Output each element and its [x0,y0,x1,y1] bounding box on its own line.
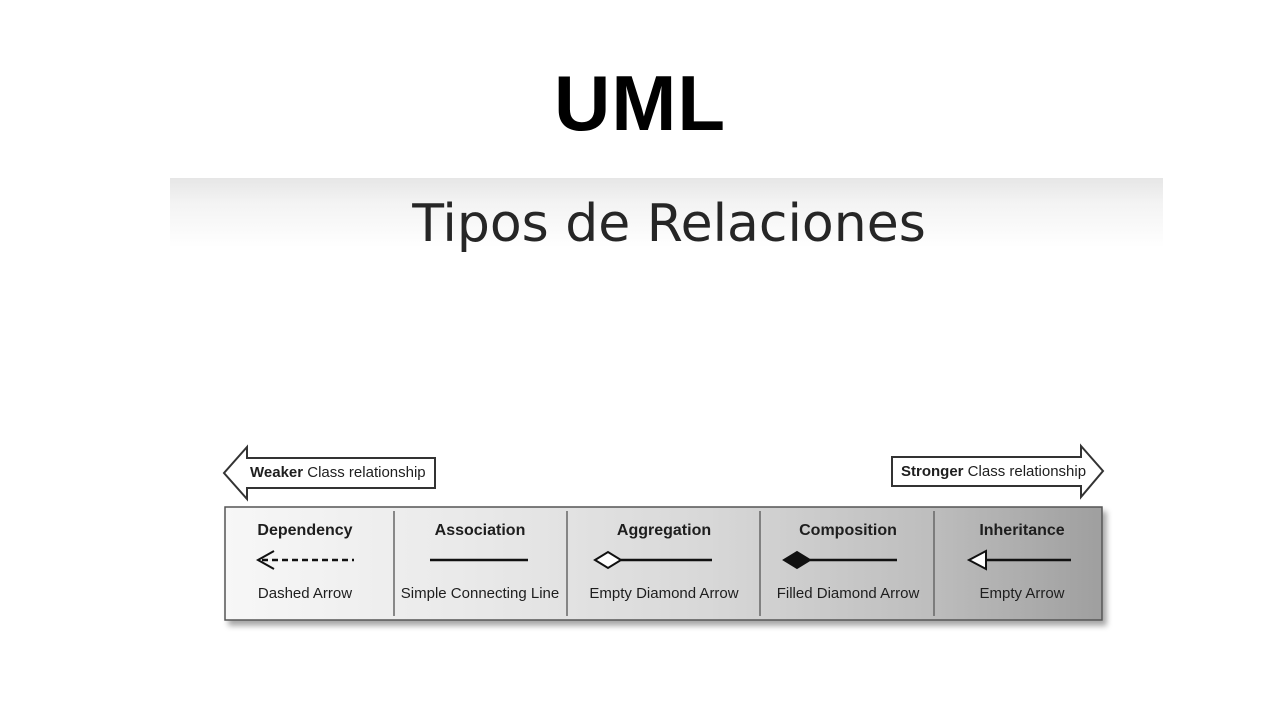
stronger-label: Stronger Class relationship [901,463,1086,480]
dependency-cell: Dependency Dashed Arrow [255,522,354,602]
stronger-arrow-shape [891,443,1105,500]
composition-cell: Composition Filled Diamond Arrow [777,522,920,602]
aggregation-name: Aggregation [617,522,711,539]
weaker-label: Weaker Class relationship [250,464,426,481]
inheritance-cell: Inheritance Empty Arrow [966,522,1071,602]
empty-arrow-icon [966,549,1071,571]
stronger-arrow: Stronger Class relationship [891,443,1105,500]
filled-diamond-arrow-icon [782,550,897,570]
relationship-panel [224,506,1103,621]
inheritance-name: Inheritance [979,522,1064,539]
page-title: UML [554,59,726,147]
weaker-label-bold: Weaker [250,464,303,481]
aggregation-cell: Aggregation Empty Diamond Arrow [589,522,738,602]
weaker-arrow-shape [222,444,436,502]
association-cell: Association Simple Connecting Line [401,522,559,602]
title-band [170,178,1163,248]
weaker-label-rest: Class relationship [303,464,426,481]
weaker-arrow: Weaker Class relationship [222,444,436,502]
stronger-label-rest: Class relationship [964,463,1087,480]
composition-name: Composition [799,522,897,539]
stronger-label-bold: Stronger [901,463,964,480]
slide-title: Tipos de Relaciones [412,194,926,254]
dependency-notation: Dashed Arrow [258,585,352,602]
dashed-arrow-icon [255,550,354,570]
association-notation: Simple Connecting Line [401,585,559,602]
aggregation-notation: Empty Diamond Arrow [589,585,738,602]
inheritance-notation: Empty Arrow [979,585,1064,602]
dependency-name: Dependency [257,522,352,539]
composition-notation: Filled Diamond Arrow [777,585,920,602]
association-name: Association [435,522,526,539]
empty-diamond-arrow-icon [593,550,712,570]
